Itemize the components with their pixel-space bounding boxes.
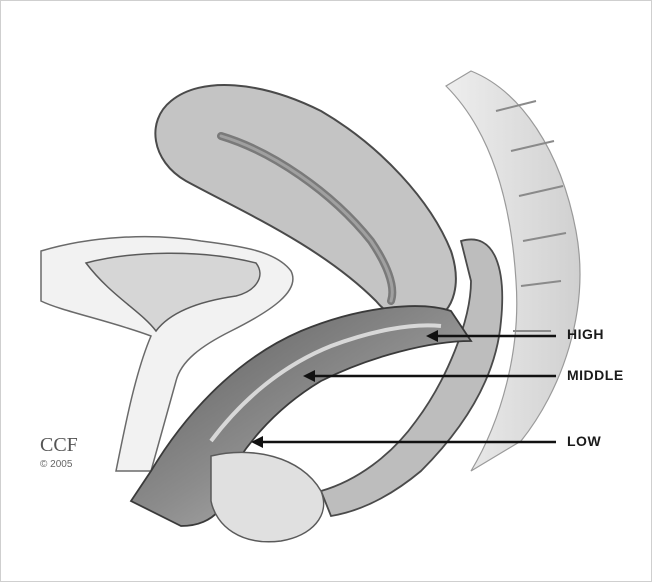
perineum [211,452,324,541]
copyright-text: © 2005 [40,459,72,470]
label-low: LOW [567,433,601,449]
ccf-logo: CCF [40,434,78,457]
label-middle: MIDDLE [567,367,624,383]
label-high: HIGH [567,326,604,342]
